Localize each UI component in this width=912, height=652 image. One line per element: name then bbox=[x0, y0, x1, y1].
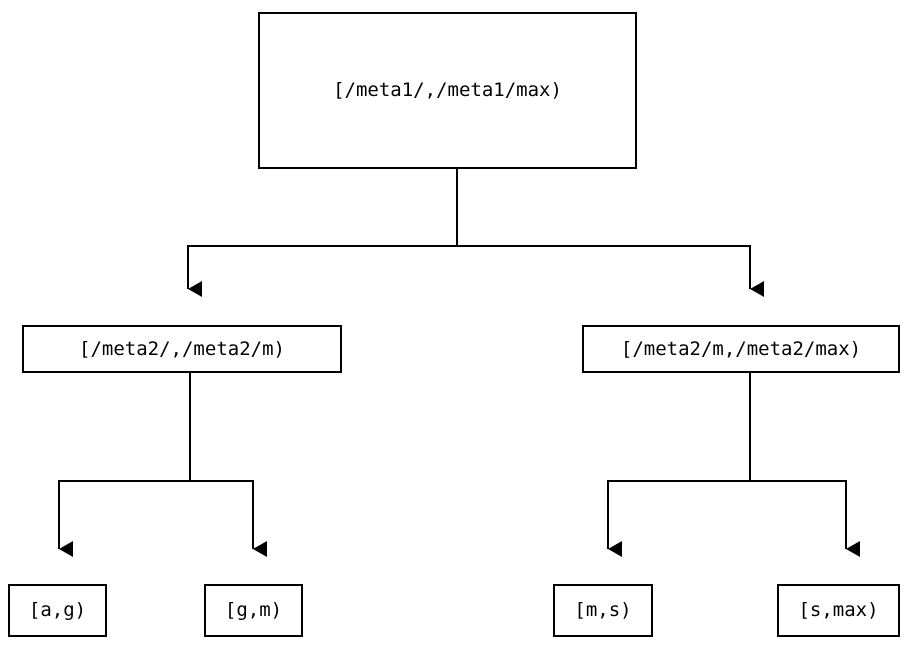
tree-node-leaf-gm[interactable]: [g,m) bbox=[204, 584, 303, 637]
tree-node-leaf-ms[interactable]: [m,s) bbox=[553, 584, 653, 637]
tree-node-root[interactable]: [/meta1/,/meta1/max) bbox=[258, 12, 637, 169]
tree-node-meta2-high-label: [/meta2/m,/meta2/max) bbox=[620, 337, 862, 360]
tree-node-leaf-ag[interactable]: [a,g) bbox=[8, 584, 107, 637]
tree-node-leaf-ms-label: [m,s) bbox=[574, 599, 632, 621]
tree-node-meta2-low[interactable]: [/meta2/,/meta2/m) bbox=[22, 325, 342, 373]
tree-node-meta2-low-label: [/meta2/,/meta2/m) bbox=[79, 337, 285, 360]
tree-node-leaf-smax[interactable]: [s,max) bbox=[777, 584, 900, 637]
tree-node-leaf-smax-label: [s,max) bbox=[798, 599, 879, 621]
tree-node-root-label: [/meta1/,/meta1/max) bbox=[333, 79, 562, 101]
tree-node-leaf-gm-label: [g,m) bbox=[224, 599, 283, 621]
tree-node-leaf-ag-label: [a,g) bbox=[28, 599, 87, 621]
tree-node-meta2-high[interactable]: [/meta2/m,/meta2/max) bbox=[582, 325, 900, 373]
